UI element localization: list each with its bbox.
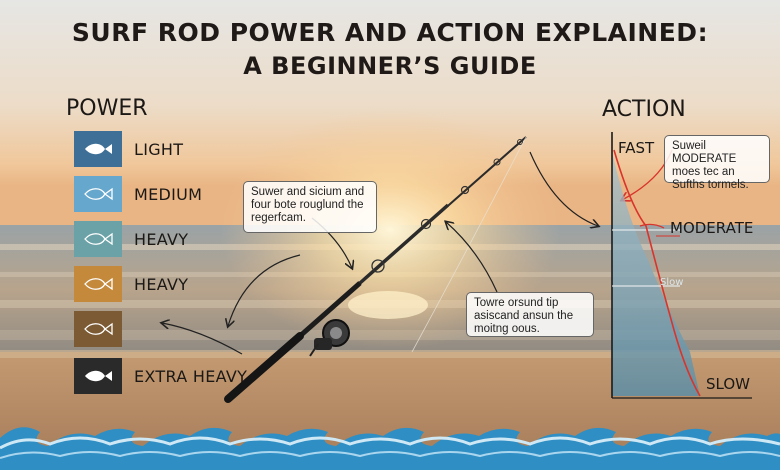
action-moderate-label: MODERATE bbox=[670, 219, 754, 237]
action-slow-label: SLOW bbox=[706, 375, 750, 393]
action-heading: ACTION bbox=[602, 97, 686, 122]
callout-right: Suweil MODERATE moes tec an Sufths torme… bbox=[664, 135, 770, 191]
fish-outline-icon bbox=[74, 311, 122, 347]
action-slow-small-label: Slow bbox=[660, 277, 684, 288]
action-chart bbox=[611, 132, 752, 399]
power-label-heavy-1: HEAVY bbox=[134, 229, 189, 249]
power-item-extra-heavy: EXTRA HEAVY bbox=[74, 358, 247, 394]
action-fast-label: FAST bbox=[618, 139, 655, 157]
callout-middle: Towre orsund tip asiscand ansun the moit… bbox=[466, 292, 594, 337]
power-heading: POWER bbox=[66, 96, 148, 121]
power-label-extra-heavy: EXTRA HEAVY bbox=[134, 366, 248, 386]
page-title-line-1: SURF ROD POWER AND ACTION EXPLAINED: bbox=[71, 18, 709, 47]
power-item-light: LIGHT bbox=[74, 131, 183, 167]
fish-outline-icon bbox=[74, 176, 122, 212]
power-item-heavy-1: HEAVY bbox=[74, 221, 188, 257]
power-item-unlabeled bbox=[74, 311, 134, 347]
fishing-rod-icon bbox=[224, 136, 527, 403]
fish-icon bbox=[74, 131, 122, 167]
wave-border-icon bbox=[0, 427, 780, 470]
power-label-light: LIGHT bbox=[134, 139, 184, 159]
power-label-medium: MEDIUM bbox=[134, 184, 203, 204]
callout-left: Suwer and sicium and four bote rouglund … bbox=[243, 181, 377, 233]
power-item-medium: MEDIUM bbox=[74, 176, 202, 212]
fish-outline-icon bbox=[74, 221, 122, 257]
fish-icon bbox=[74, 358, 122, 394]
fish-outline-icon bbox=[74, 266, 122, 302]
power-label-heavy-2: HEAVY bbox=[134, 274, 189, 294]
power-item-heavy-2: HEAVY bbox=[74, 266, 188, 302]
page-title-line-2: A BEGINNER’S GUIDE bbox=[243, 52, 537, 80]
